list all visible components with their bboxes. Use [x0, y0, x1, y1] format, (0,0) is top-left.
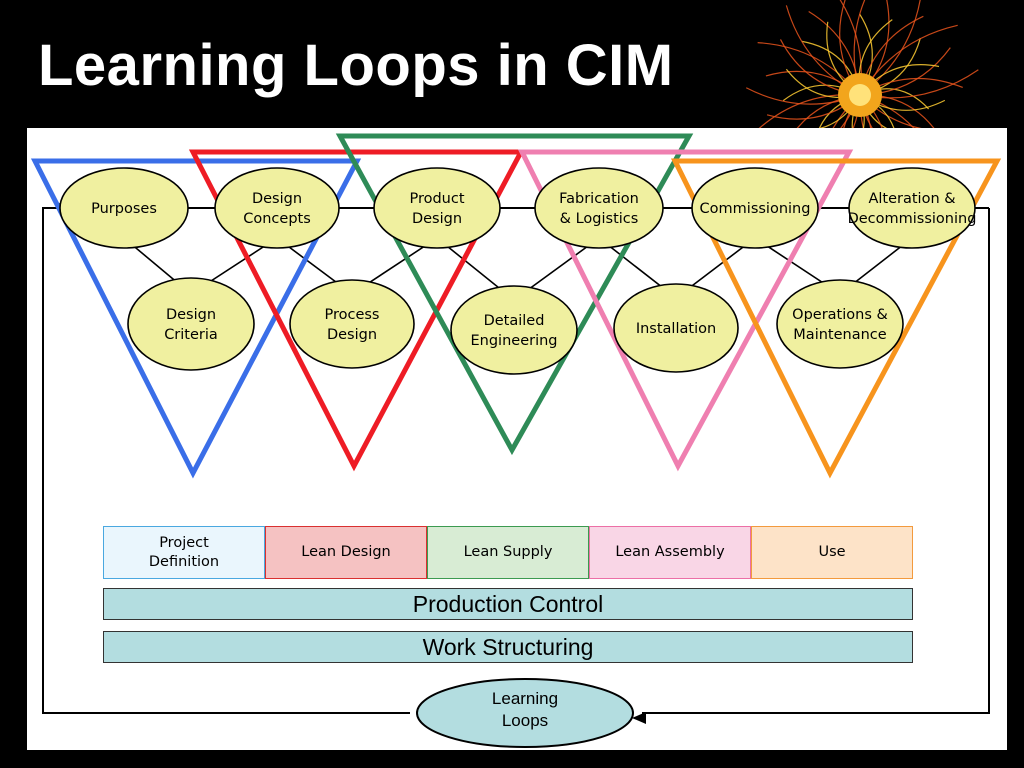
top-node-6-label: Alteration &Decommissioning — [848, 191, 977, 227]
top-node-4-label: Fabrication& Logistics — [559, 191, 639, 227]
top-node-2-ellipse — [214, 167, 340, 249]
bottom-node-5-label: Operations &Maintenance — [792, 307, 888, 343]
loop-arrowhead-right — [632, 712, 646, 724]
bottom-node-2-ellipse — [289, 279, 415, 369]
bottom-node-4-label: Installation — [636, 321, 716, 337]
green-loop-triangle — [335, 133, 694, 456]
phase-use: Use — [751, 526, 913, 579]
orange-loop-triangle — [670, 158, 1002, 479]
loop-line-right — [642, 208, 990, 714]
bottom-node-3-ellipse — [450, 285, 578, 375]
loop-line-left — [42, 207, 410, 714]
production-control-band: Production Control — [103, 588, 913, 620]
firework-center — [849, 84, 871, 106]
top-node-1-label: Purposes — [91, 201, 157, 217]
top-node-5-label: Commissioning — [700, 201, 811, 217]
pink-loop-triangle — [517, 149, 854, 472]
bottom-node-5-ellipse — [776, 279, 904, 369]
work-structuring-band: Work Structuring — [103, 631, 913, 663]
top-node-5-ellipse — [691, 167, 819, 249]
phase-lean-design: Lean Design — [265, 526, 427, 579]
phase-lean-assembly: Lean Assembly — [589, 526, 751, 579]
phase-lean-supply: Lean Supply — [427, 526, 589, 579]
bottom-node-4-ellipse — [613, 283, 739, 373]
top-node-3-ellipse — [373, 167, 501, 249]
top-node-6-ellipse — [848, 167, 976, 249]
slide-title: Learning Loops in CIM — [38, 33, 674, 98]
phase-project-definition: Project Definition — [103, 526, 265, 579]
bottom-node-1-ellipse — [127, 277, 255, 371]
learning-loops-ellipse — [416, 678, 634, 748]
top-node-1-ellipse — [59, 167, 189, 249]
top-node-4-ellipse — [534, 167, 664, 249]
